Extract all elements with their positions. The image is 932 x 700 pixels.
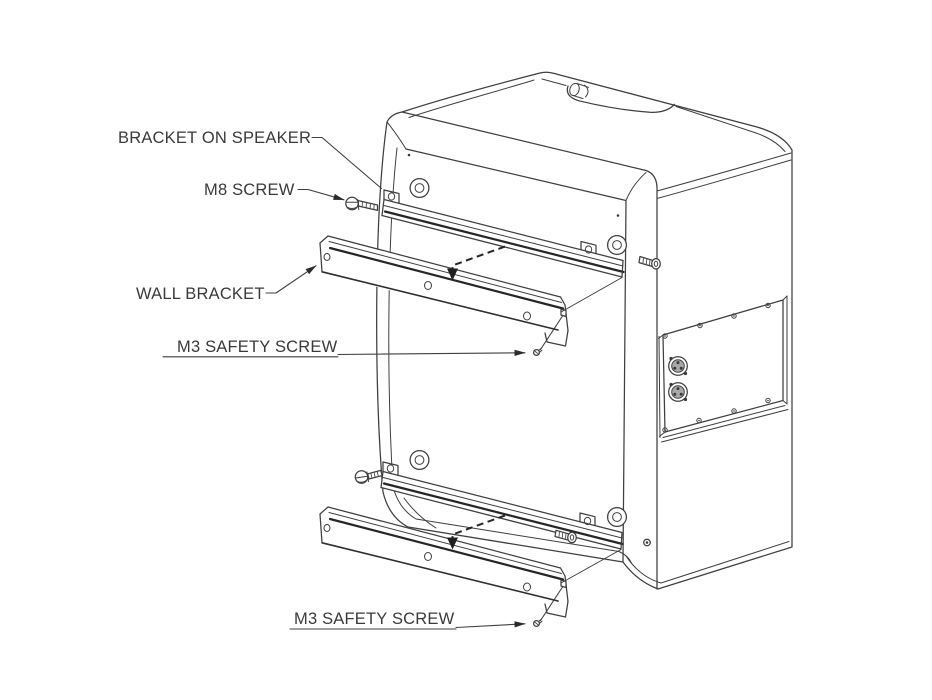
m8-screw-inserted [638, 255, 661, 270]
foot-screw [643, 538, 651, 547]
alignment-line [561, 549, 622, 583]
wall-bracket-bottom [319, 506, 622, 618]
leader-bracket-on-speaker [311, 136, 383, 190]
labels: BRACKET ON SPEAKER M8 SCREW WALL BRACKET… [118, 129, 455, 628]
m8-screw-inserted [554, 529, 577, 544]
m8-screw-bottom [354, 469, 383, 484]
rivet-dot [616, 214, 620, 217]
label-wall-bracket: WALL BRACKET [136, 285, 265, 303]
leader-wall-bracket [265, 265, 317, 294]
label-bracket-on-speaker: BRACKET ON SPEAKER [118, 129, 311, 147]
leader-m3-top [337, 349, 526, 356]
leader-lines [162, 136, 526, 630]
m8-hole [606, 506, 628, 528]
m8-screw-top [345, 196, 379, 212]
alignment-line [561, 277, 623, 312]
xlr-connector [668, 382, 688, 402]
m3-safety-screw-bottom [532, 586, 564, 628]
leader-m8-screw [297, 188, 345, 201]
label-m8-screw: M8 SCREW [204, 181, 295, 199]
speaker-bracket-bottom [380, 449, 628, 550]
leader-m3-bottom [455, 621, 526, 629]
panel-screws [662, 302, 771, 433]
connector-panel [643, 295, 789, 547]
speaker-cabinet [376, 71, 793, 590]
m8-hole [606, 234, 628, 256]
mount-direction-arrow-top [447, 245, 506, 281]
m3-safety-screw-top [532, 315, 564, 357]
label-m3-safety-screw-bottom: M3 SAFETY SCREW [294, 610, 455, 628]
label-m3-safety-screw-top: M3 SAFETY SCREW [177, 338, 338, 356]
wall-bracket-top [319, 235, 623, 347]
speaker-bracket-top [381, 177, 661, 278]
xlr-connector [668, 356, 688, 376]
mount-direction-arrow-bottom [447, 514, 506, 550]
top-handle-recess [566, 82, 676, 113]
rivet-dot [407, 153, 411, 157]
m8-hole [409, 449, 430, 471]
m8-hole [409, 177, 430, 199]
